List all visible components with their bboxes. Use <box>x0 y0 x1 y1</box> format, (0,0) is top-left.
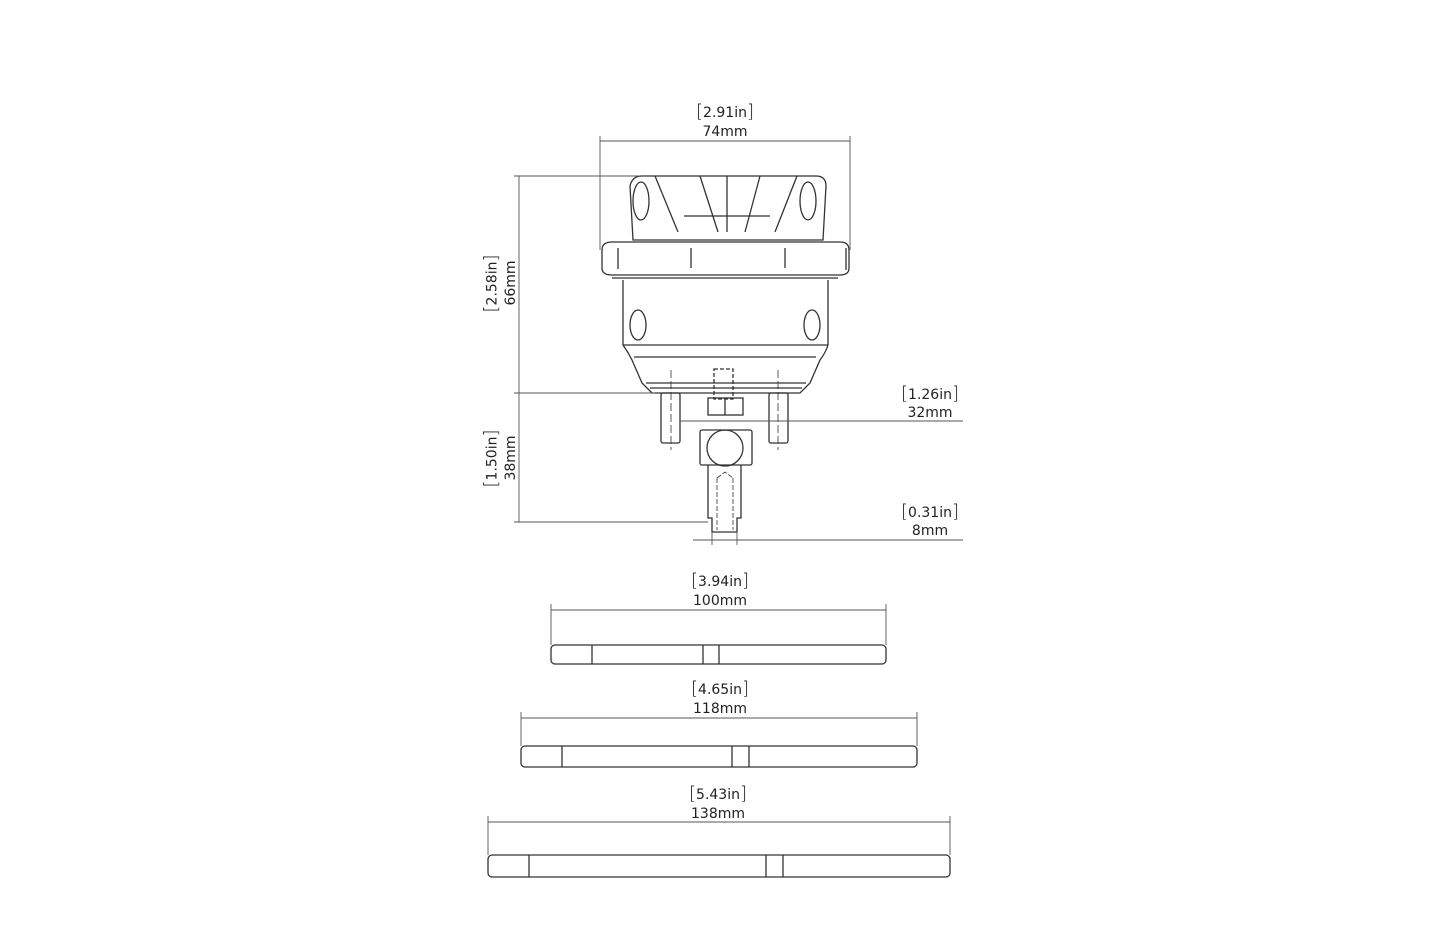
rod-2-mm-label: 118mm <box>693 701 747 717</box>
rod-diameter-in-label: 0.31in <box>870 503 990 522</box>
rod-3-mm-label: 138mm <box>691 806 745 822</box>
body-height-in-label: 2.58in <box>483 224 502 344</box>
rod-1-in-label: 3.94in <box>660 572 780 591</box>
rod-3-in-label: 5.43in <box>658 785 778 804</box>
rod-138mm <box>487 854 951 878</box>
mounting-studs <box>660 370 789 450</box>
width-mm-label: 74mm <box>702 124 748 140</box>
rod-diameter-mm-label: 8mm <box>911 523 949 539</box>
rod-2-in-label: 4.65in <box>660 680 780 699</box>
valve-body <box>601 175 850 394</box>
rod-118mm <box>520 745 918 768</box>
stud-spacing-in-label: 1.26in <box>870 385 990 404</box>
lower-height-in-label: 1.50in <box>483 399 502 519</box>
actuator-rod-assembly <box>699 368 753 533</box>
width-in-label: 2.91in <box>665 103 785 122</box>
rods <box>487 644 951 878</box>
rod-100mm <box>550 644 887 665</box>
stud-spacing-mm-label: 32mm <box>907 405 953 421</box>
dimension-lines <box>487 136 963 855</box>
body-height-mm-label: 66mm <box>503 260 519 306</box>
rod-1-mm-label: 100mm <box>693 593 747 609</box>
lower-height-mm-label: 38mm <box>503 435 519 481</box>
